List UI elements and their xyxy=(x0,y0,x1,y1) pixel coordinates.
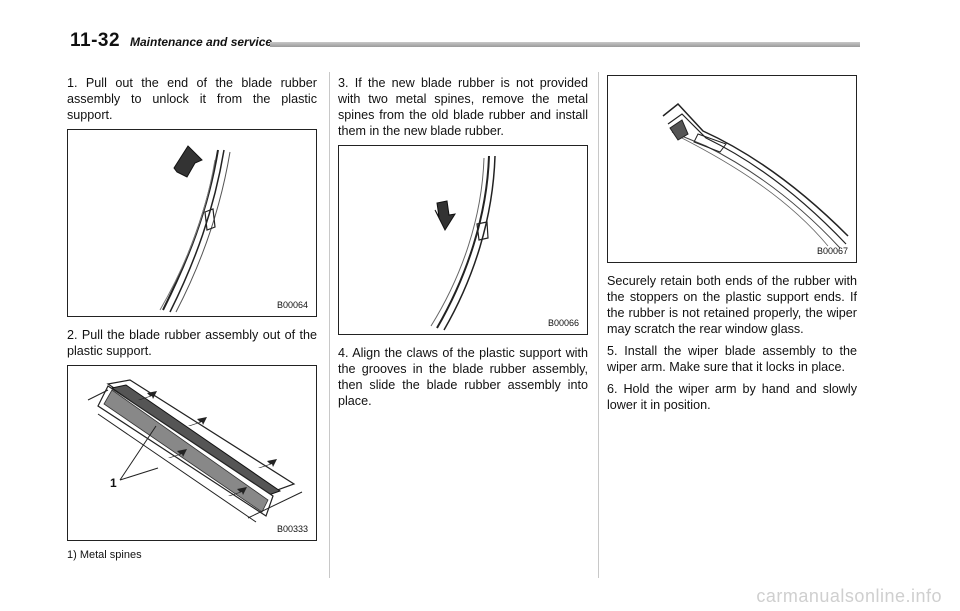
header-rule xyxy=(270,42,860,47)
figure-code: B00333 xyxy=(276,524,308,534)
figure-caption: 1) Metal spines xyxy=(67,549,142,561)
figure-rubber-stoppers: B00067 xyxy=(607,75,857,263)
metal-spines-illustration xyxy=(87,379,303,523)
figure-install-spines: B00066 xyxy=(338,145,588,335)
figure-code: B00064 xyxy=(276,300,308,310)
figure-code: B00066 xyxy=(547,318,579,328)
callout-1: 1 xyxy=(110,476,117,490)
page-header: 11-32 Maintenance and service xyxy=(70,30,860,54)
column-divider xyxy=(329,72,330,578)
section-title: Maintenance and service xyxy=(130,35,273,49)
rubber-stoppers-illustration xyxy=(662,102,849,249)
figure-pull-blade-end: B00064 xyxy=(67,129,317,317)
figure-code: B00067 xyxy=(816,246,848,256)
blade-end-illustration xyxy=(159,145,231,313)
column-divider xyxy=(598,72,599,578)
note-text: Securely retain both ends of the rubber … xyxy=(607,274,857,336)
column-1: 1. Pull out the end of the blade rubber … xyxy=(67,75,317,561)
page-number: 11-32 xyxy=(70,30,121,51)
column-3: B00067 Securely retain both ends of the … xyxy=(607,75,857,419)
step-5-text: 5. Install the wiper blade assembly to t… xyxy=(607,344,857,374)
step-2-text: 2. Pull the blade rubber assembly out of… xyxy=(67,328,317,358)
column-2: 3. If the new blade rubber is not provid… xyxy=(338,75,588,415)
step-3-text: 3. If the new blade rubber is not provid… xyxy=(338,76,588,138)
figure-metal-spines: 1 B00333 xyxy=(67,365,317,541)
step-4-text: 4. Align the claws of the plastic suppor… xyxy=(338,346,588,408)
step-6-text: 6. Hold the wiper arm by hand and slowly… xyxy=(607,382,857,412)
step-1-text: 1. Pull out the end of the blade rubber … xyxy=(67,76,317,122)
install-spines-illustration xyxy=(430,155,496,331)
watermark: carmanualsonline.info xyxy=(756,586,942,606)
